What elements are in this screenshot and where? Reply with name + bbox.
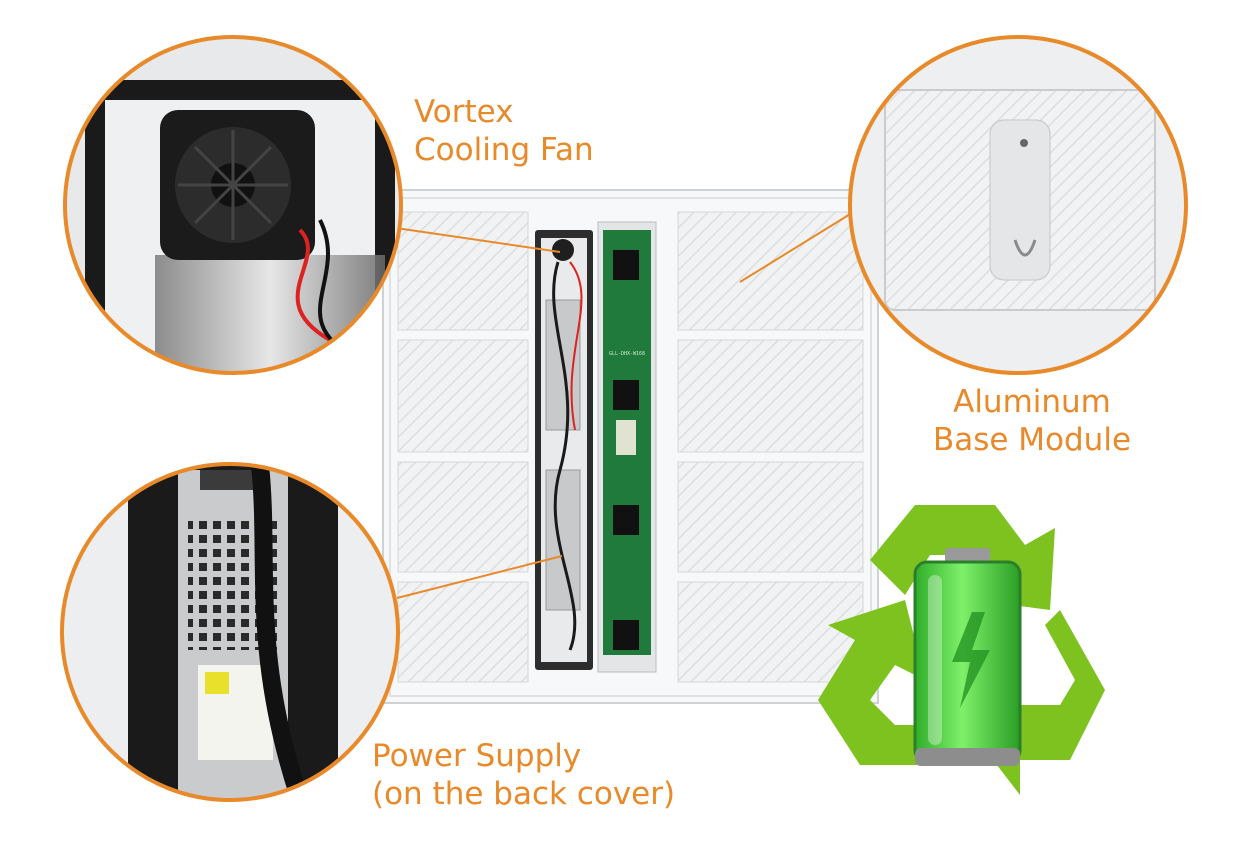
aluminum-base-module-label: Aluminum Base Module (922, 383, 1142, 459)
power-label-line1: Power Supply (372, 738, 582, 774)
fan-label-line1: Vortex (414, 94, 514, 130)
fan-closeup (63, 35, 403, 375)
aluminum-label-line1: Aluminum (953, 384, 1111, 420)
aluminum-label-line2: Base Module (932, 422, 1132, 458)
vortex-cooling-fan-label: Vortex Cooling Fan (414, 93, 594, 169)
recycle-battery-icon (818, 505, 1105, 795)
power-supply-label: Power Supply (on the back cover) (372, 737, 675, 813)
aluminum-closeup (848, 35, 1188, 375)
leader-lines (395, 207, 861, 599)
aluminum-modules (397, 211, 864, 683)
fan-label-line2: Cooling Fan (414, 132, 594, 168)
power-supply-closeup (60, 462, 400, 802)
hub-board (597, 221, 657, 673)
led-cabinet (382, 189, 879, 704)
power-label-line2: (on the back cover) (372, 776, 676, 812)
power-box (535, 230, 593, 670)
